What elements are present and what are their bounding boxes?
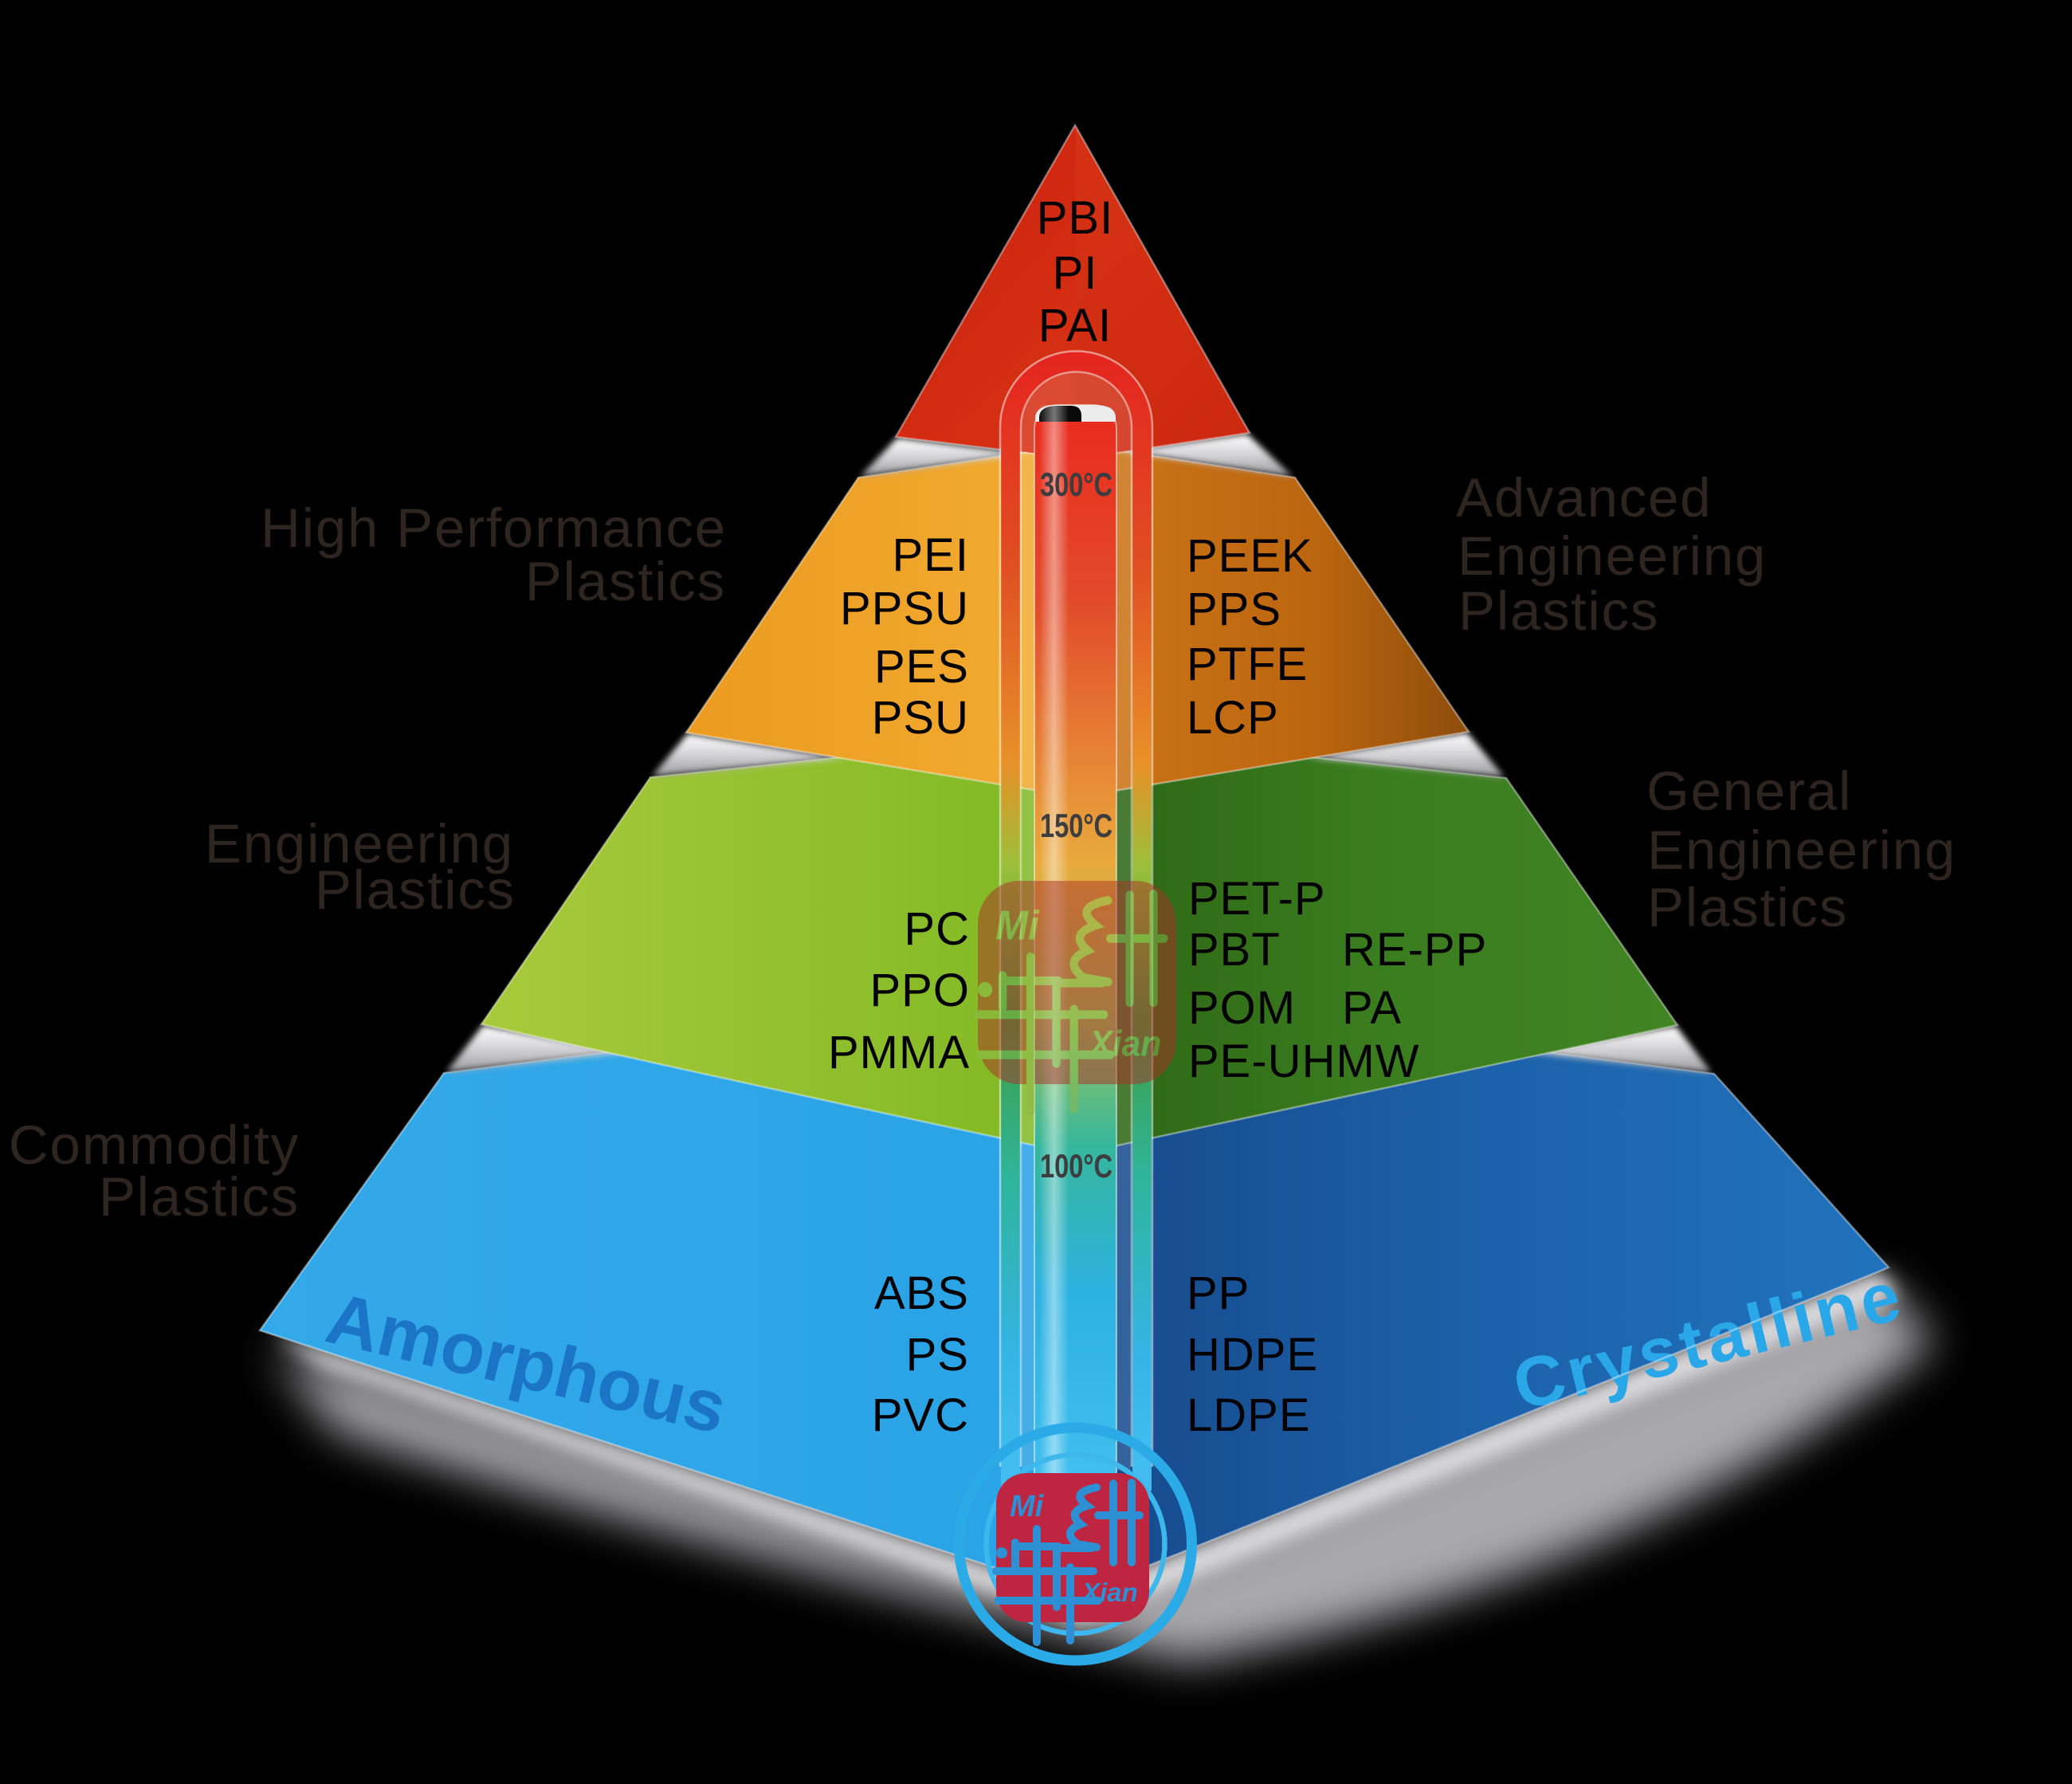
svg-text:PTFE: PTFE — [1187, 639, 1308, 690]
svg-text:ABS: ABS — [874, 1267, 969, 1319]
svg-text:Engineering: Engineering — [205, 813, 514, 874]
svg-text:RE-PP: RE-PP — [1342, 924, 1487, 976]
svg-text:High Performance: High Performance — [261, 497, 727, 559]
svg-text:PI: PI — [1053, 247, 1098, 299]
svg-text:HDPE: HDPE — [1187, 1329, 1318, 1381]
svg-text:PEI: PEI — [893, 529, 970, 581]
svg-text:150°C: 150°C — [1040, 807, 1113, 844]
svg-text:PPS: PPS — [1187, 584, 1281, 635]
svg-text:PBI: PBI — [1037, 192, 1114, 244]
svg-text:Plastics: Plastics — [1458, 580, 1659, 642]
svg-text:PBT: PBT — [1188, 924, 1281, 976]
svg-text:PSU: PSU — [872, 692, 969, 744]
svg-text:PC: PC — [904, 903, 970, 955]
svg-text:PET-P: PET-P — [1188, 873, 1326, 925]
svg-text:Advanced: Advanced — [1456, 467, 1712, 529]
svg-text:Plastics: Plastics — [1647, 877, 1848, 938]
svg-text:PES: PES — [874, 641, 969, 693]
svg-text:PAI: PAI — [1038, 300, 1112, 352]
svg-text:Engineering: Engineering — [1458, 525, 1767, 587]
svg-text:PS: PS — [906, 1329, 969, 1381]
svg-text:PPSU: PPSU — [840, 583, 969, 635]
svg-text:PVC: PVC — [872, 1389, 969, 1441]
svg-text:LDPE: LDPE — [1187, 1389, 1311, 1441]
svg-text:Engineering: Engineering — [1647, 819, 1956, 881]
svg-text:300°C: 300°C — [1040, 466, 1113, 503]
svg-text:PE-UHMW: PE-UHMW — [1188, 1035, 1420, 1087]
svg-text:General: General — [1646, 760, 1852, 822]
svg-text:Plastics: Plastics — [315, 859, 516, 921]
svg-text:100°C: 100°C — [1040, 1147, 1113, 1185]
svg-text:Plastics: Plastics — [525, 551, 726, 612]
svg-text:PP: PP — [1187, 1267, 1250, 1319]
svg-text:POM: POM — [1188, 982, 1296, 1034]
svg-text:PA: PA — [1342, 982, 1402, 1034]
svg-text:PMMA: PMMA — [828, 1027, 970, 1079]
svg-text:PPO: PPO — [870, 965, 971, 1016]
svg-text:PEEK: PEEK — [1187, 530, 1313, 582]
svg-text:Plastics: Plastics — [99, 1166, 300, 1228]
svg-text:LCP: LCP — [1187, 692, 1279, 744]
svg-text:Commodity: Commodity — [9, 1114, 300, 1176]
